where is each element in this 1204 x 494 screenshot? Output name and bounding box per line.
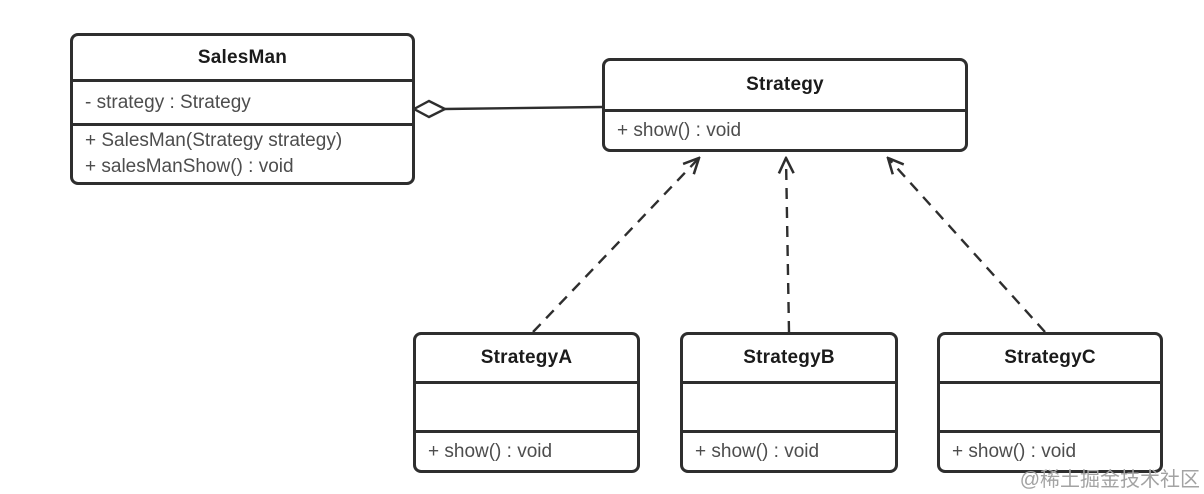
aggregation-diamond-icon: [411, 99, 448, 119]
realization-connector-strategyb-strategy: [786, 158, 789, 333]
attributes-compartment-empty: [940, 381, 1160, 430]
method-show: + show() : void: [952, 440, 1077, 462]
class-title-strategyc: StrategyC: [1004, 347, 1096, 368]
realization-connector-strategyc-strategy: [888, 158, 1046, 333]
class-box-salesman: SalesMan - strategy : Strategy + SalesMa…: [70, 33, 415, 185]
method-salesmanshow: + salesManShow() : void: [85, 156, 294, 177]
methods-compartment: + SalesMan(Strategy strategy) + salesMan…: [73, 123, 412, 182]
attributes-compartment-empty: [683, 381, 895, 430]
methods-compartment: + show() : void: [683, 430, 895, 470]
method-constructor: + SalesMan(Strategy strategy): [85, 130, 343, 151]
realization-connector-strategya-strategy: [532, 158, 699, 333]
class-title-strategyb: StrategyB: [743, 347, 835, 368]
watermark: @稀土掘金技术社区: [1019, 469, 1200, 491]
attributes-compartment: - strategy : Strategy: [73, 79, 412, 123]
attributes-compartment-empty: [416, 381, 637, 430]
methods-compartment: + show() : void: [605, 109, 965, 149]
method-show: + show() : void: [617, 119, 742, 141]
methods-compartment: + show() : void: [416, 430, 637, 470]
class-title-strategy: Strategy: [746, 74, 824, 95]
method-show: + show() : void: [428, 440, 553, 462]
methods-compartment: + show() : void: [940, 430, 1160, 470]
class-box-strategyb: StrategyB + show() : void: [680, 332, 898, 473]
method-show: + show() : void: [695, 440, 820, 462]
class-title-salesman: SalesMan: [197, 46, 288, 68]
attribute-strategy: - strategy : Strategy: [85, 91, 251, 113]
class-box-strategyc: StrategyC + show() : void: [937, 332, 1163, 473]
class-box-strategy: Strategy + show() : void: [602, 58, 968, 152]
aggregation-connector-salesman-strategy: [411, 99, 603, 119]
class-box-strategya: StrategyA + show() : void: [413, 332, 640, 473]
class-title-strategya: StrategyA: [480, 347, 573, 368]
